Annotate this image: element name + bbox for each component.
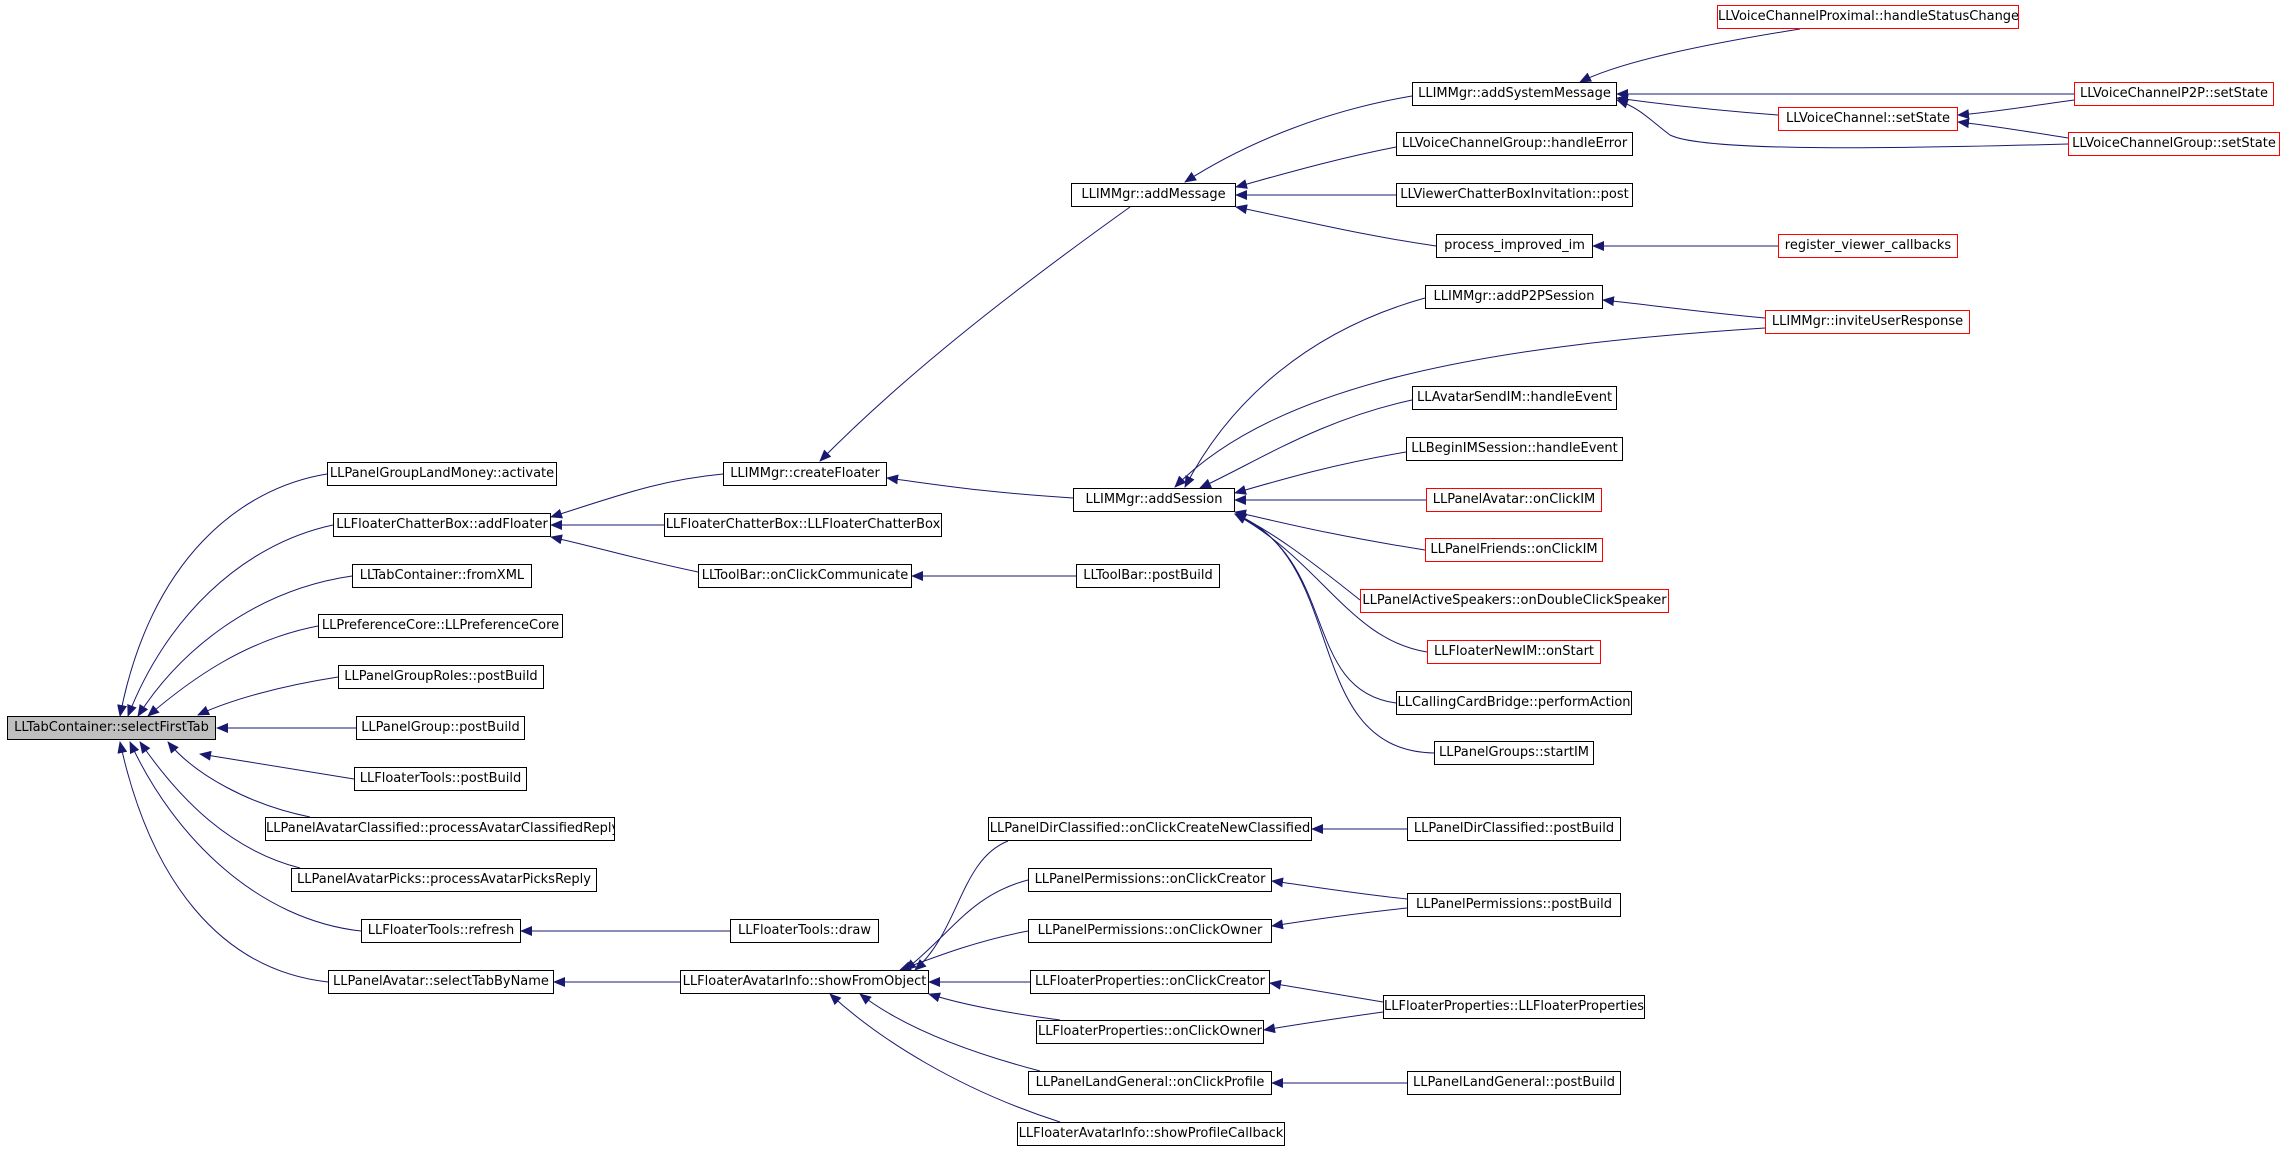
node-calling-card-bridge-perform-action[interactable]: LLCallingCardBridge::performAction xyxy=(1396,691,1632,715)
node-viewer-chatter-box-invitation-post[interactable]: LLViewerChatterBoxInvitation::post xyxy=(1396,183,1633,207)
edge-invite-to-addsession xyxy=(1174,327,1766,488)
edge-pglm-to-root xyxy=(117,473,328,717)
node-im-mgr-invite-user-response[interactable]: LLIMMgr::inviteUserResponse xyxy=(1765,310,1970,334)
edge-vcg-to-sysmsg xyxy=(1616,98,2069,149)
node-panel-group-post-build[interactable]: LLPanelGroup::postBuild xyxy=(356,716,525,740)
edge-addsession-to-createfloater xyxy=(886,474,1074,499)
node-register-viewer-callbacks[interactable]: register_viewer_callbacks xyxy=(1778,234,1958,258)
node-voice-channel-group-handle-error[interactable]: LLVoiceChannelGroup::handleError xyxy=(1396,132,1633,156)
edge-tabxml-to-root xyxy=(137,575,353,717)
node-panel-permissions-on-click-creator[interactable]: LLPanelPermissions::onClickCreator xyxy=(1028,868,1272,892)
node-voice-channel-group-set-state[interactable]: LLVoiceChannelGroup::setState xyxy=(2068,132,2280,156)
node-panel-land-general-on-click-profile[interactable]: LLPanelLandGeneral::onClickProfile xyxy=(1028,1071,1272,1095)
node-panel-groups-start-im[interactable]: LLPanelGroups::startIM xyxy=(1434,741,1594,765)
edge-profilecb-to-showobj xyxy=(829,993,1061,1123)
edge-ppermpb-to-owner xyxy=(1271,907,1408,930)
edge-proximal-to-sysmsg xyxy=(1579,28,1801,83)
edge-fprop-owner-to-showobj xyxy=(928,992,1061,1021)
node-im-mgr-add-message[interactable]: LLIMMgr::addMessage xyxy=(1071,183,1236,207)
edge-p2p-to-vc xyxy=(1957,99,2075,120)
node-panel-permissions-post-build[interactable]: LLPanelPermissions::postBuild xyxy=(1407,893,1621,917)
edge-p2p-to-addsession xyxy=(1184,297,1426,488)
edge-sysmsg-to-addmessage xyxy=(1184,95,1413,183)
node-toolbar-post-build[interactable]: LLToolBar::postBuild xyxy=(1076,564,1220,588)
edge-fpropctor-to-creator xyxy=(1269,979,1384,1003)
node-voice-channel-set-state[interactable]: LLVoiceChannel::setState xyxy=(1778,107,1958,131)
node-floater-avatar-info-show-from-object[interactable]: LLFloaterAvatarInfo::showFromObject xyxy=(680,970,929,994)
edge-pfriends-to-addsession xyxy=(1234,509,1426,551)
node-floater-tools-draw[interactable]: LLFloaterTools::draw xyxy=(730,919,879,943)
edge-fnim-to-addsession xyxy=(1234,513,1428,653)
edge-fcb-to-root xyxy=(127,524,334,717)
node-panel-dir-classified-on-click-create[interactable]: LLPanelDirClassified::onClickCreateNewCl… xyxy=(988,817,1312,841)
node-panel-friends-on-click-im[interactable]: LLPanelFriends::onClickIM xyxy=(1425,538,1603,562)
node-panel-avatar-select-tab-by-name[interactable]: LLPanelAvatar::selectTabByName xyxy=(328,970,554,994)
node-tab-container-from-xml[interactable]: LLTabContainer::fromXML xyxy=(352,564,532,588)
node-floater-tools-refresh[interactable]: LLFloaterTools::refresh xyxy=(361,919,521,943)
edge-vcg-to-vc xyxy=(1957,118,2069,139)
edge-pac-to-root xyxy=(167,741,311,818)
node-floater-tools-post-build[interactable]: LLFloaterTools::postBuild xyxy=(354,767,527,791)
node-im-mgr-add-system-message[interactable]: LLIMMgr::addSystemMessage xyxy=(1412,82,1617,106)
edge-pref-to-root xyxy=(147,625,319,717)
edge-createfloater-to-fcb xyxy=(550,473,724,519)
edge-pgroups-to-addsession xyxy=(1234,513,1435,754)
node-panel-group-roles-post-build[interactable]: LLPanelGroupRoles::postBuild xyxy=(338,665,544,689)
node-panel-dir-classified-post-build[interactable]: LLPanelDirClassified::postBuild xyxy=(1407,817,1621,841)
edge-addmessage-to-createfloater xyxy=(819,206,1131,462)
node-floater-chatter-box-add-floater[interactable]: LLFloaterChatterBox::addFloater xyxy=(333,513,551,537)
edge-pap-to-root xyxy=(139,741,301,869)
edge-asim-to-addsession xyxy=(1199,399,1413,489)
node-panel-avatar-classified-reply[interactable]: LLPanelAvatarClassified::processAvatarCl… xyxy=(265,817,615,841)
node-panel-avatar-picks-reply[interactable]: LLPanelAvatarPicks::processAvatarPicksRe… xyxy=(291,868,597,892)
edge-processim-to-addmessage xyxy=(1235,204,1437,247)
edge-pperm-owner-to-showobj xyxy=(899,930,1029,971)
node-root-select-first-tab[interactable]: LLTabContainer::selectFirstTab xyxy=(7,716,216,740)
edge-roles-to-root xyxy=(197,676,339,716)
node-panel-group-land-money-activate[interactable]: LLPanelGroupLandMoney::activate xyxy=(327,462,557,486)
edge-invite-to-p2p xyxy=(1602,296,1766,319)
node-im-mgr-add-session[interactable]: LLIMMgr::addSession xyxy=(1073,488,1235,512)
node-panel-active-speakers-on-double-click[interactable]: LLPanelActiveSpeakers::onDoubleClickSpea… xyxy=(1360,589,1669,613)
edge-ftools-pb-to-root xyxy=(199,750,355,780)
node-floater-properties-on-click-owner[interactable]: LLFloaterProperties::onClickOwner xyxy=(1036,1020,1264,1044)
node-voice-channel-proximal-handle-status[interactable]: LLVoiceChannelProximal::handleStatusChan… xyxy=(1717,5,2019,29)
node-preference-core-ctor[interactable]: LLPreferenceCore::LLPreferenceCore xyxy=(318,614,563,638)
node-floater-properties-on-click-creator[interactable]: LLFloaterProperties::onClickCreator xyxy=(1030,970,1270,994)
edge-plg-to-showobj xyxy=(859,993,1041,1072)
edge-handleerror-to-addmessage xyxy=(1235,146,1397,189)
node-toolbar-on-click-communicate[interactable]: LLToolBar::onClickCommunicate xyxy=(698,564,912,588)
node-floater-properties-ctor[interactable]: LLFloaterProperties::LLFloaterProperties xyxy=(1383,995,1645,1019)
edge-fpropctor-to-owner xyxy=(1263,1011,1384,1034)
node-begin-im-session-handle-event[interactable]: LLBeginIMSession::handleEvent xyxy=(1406,437,1623,461)
node-panel-land-general-post-build[interactable]: LLPanelLandGeneral::postBuild xyxy=(1407,1071,1621,1095)
node-floater-avatar-info-show-profile-callback[interactable]: LLFloaterAvatarInfo::showProfileCallback xyxy=(1017,1122,1285,1146)
node-panel-permissions-on-click-owner[interactable]: LLPanelPermissions::onClickOwner xyxy=(1028,919,1272,943)
edge-vc-to-sysmsg xyxy=(1616,94,1779,116)
node-floater-new-im-on-start[interactable]: LLFloaterNewIM::onStart xyxy=(1427,640,1601,664)
edge-pperm-creator-to-showobj xyxy=(904,879,1029,971)
node-im-mgr-create-floater[interactable]: LLIMMgr::createFloater xyxy=(723,462,887,486)
edge-ppermpb-to-creator xyxy=(1271,877,1408,900)
node-im-mgr-add-p2p-session[interactable]: LLIMMgr::addP2PSession xyxy=(1425,285,1603,309)
node-panel-avatar-on-click-im[interactable]: LLPanelAvatar::onClickIM xyxy=(1426,488,1602,512)
edge-pdc-to-showobj xyxy=(914,840,1009,971)
node-avatar-send-im-handle-event[interactable]: LLAvatarSendIM::handleEvent xyxy=(1412,386,1617,410)
edge-refresh-to-root xyxy=(129,741,362,932)
node-voice-channel-p2p-set-state[interactable]: LLVoiceChannelP2P::setState xyxy=(2074,82,2274,106)
edge-bims-to-addsession xyxy=(1234,451,1407,495)
edge-selecttab-to-root xyxy=(117,741,329,983)
node-process-improved-im[interactable]: process_improved_im xyxy=(1436,234,1593,258)
edge-pas-to-addsession xyxy=(1234,513,1361,601)
node-floater-chatter-box-ctor[interactable]: LLFloaterChatterBox::LLFloaterChatterBox xyxy=(664,513,942,537)
edge-toolbar-to-fcb xyxy=(550,534,699,573)
